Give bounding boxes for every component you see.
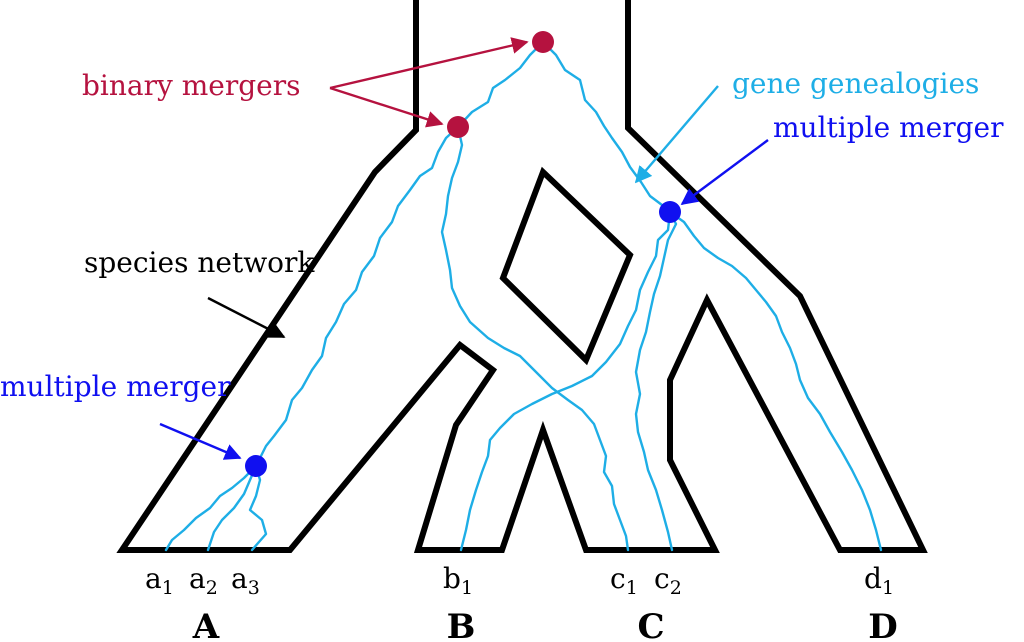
lineage-right-merger-to-B xyxy=(459,210,672,552)
gene-genealogies xyxy=(164,40,883,552)
lineage-A-merger-to-a3 xyxy=(248,464,268,552)
multiple-merger-node-left xyxy=(245,455,267,477)
species-label-D: D xyxy=(868,607,897,642)
lineage-root-to-left-merger xyxy=(456,40,545,129)
tip-label-subscript: 2 xyxy=(670,577,682,599)
tip-label-base: a xyxy=(189,562,206,595)
multiple-merger-top-arrow xyxy=(680,139,769,206)
binary-mergers-label: binary mergers xyxy=(82,69,300,102)
lineage-root-to-right-merger xyxy=(541,40,672,214)
merger-nodes xyxy=(245,31,681,477)
gene-genealogies-arrow xyxy=(634,85,719,184)
tip-label-base: a xyxy=(145,562,162,595)
tip-label: c1 xyxy=(610,562,638,599)
binary-merger-node-root xyxy=(532,31,554,53)
tip-label-base: d xyxy=(864,562,882,595)
species-network-label: species network xyxy=(84,246,315,279)
tip-label: c2 xyxy=(654,562,682,599)
tip-label-base: c xyxy=(610,562,626,595)
tip-label: d1 xyxy=(864,562,894,599)
lineage-right-merger-to-c2 xyxy=(634,210,678,552)
tip-label-base: a xyxy=(231,562,248,595)
lineage-A-merger-to-a1 xyxy=(164,464,258,552)
network-outer-left-wall xyxy=(116,0,928,553)
species-labels: A B C D xyxy=(192,607,898,642)
species-label-A: A xyxy=(192,607,220,642)
species-network xyxy=(116,0,928,553)
tip-label-subscript: 1 xyxy=(461,577,473,599)
tip-label: a1 xyxy=(145,562,174,599)
tip-label-subscript: 1 xyxy=(626,577,638,599)
tip-label-subscript: 3 xyxy=(248,577,260,599)
tip-label: a2 xyxy=(189,562,218,599)
tip-label-subscript: 1 xyxy=(162,577,174,599)
species-label-B: B xyxy=(447,607,476,642)
binary-mergers-arrow-to-left xyxy=(329,86,444,128)
lineage-right-merger-to-d1 xyxy=(668,210,883,552)
lineage-left-merger-to-BC xyxy=(440,125,630,552)
tip-labels: a1 a2 a3 b1 c1 c2 d1 xyxy=(145,562,894,599)
gene-genealogies-label: gene genealogies xyxy=(732,67,979,100)
tip-label-base: c xyxy=(654,562,670,595)
species-network-arrow xyxy=(207,296,286,339)
binary-mergers-arrow-to-root xyxy=(329,37,529,90)
multiple-merger-node-right xyxy=(659,201,681,223)
tip-label: a3 xyxy=(231,562,260,599)
multiple-merger-left-label: multiple merger xyxy=(0,370,231,403)
tip-label-subscript: 1 xyxy=(882,577,894,599)
multiple-merger-top-label: multiple merger xyxy=(773,111,1004,144)
lineage-A-merger-to-a2 xyxy=(206,464,258,552)
tip-label-subscript: 2 xyxy=(206,577,218,599)
lineage-left-merger-to-A xyxy=(254,125,460,468)
network-hybrid-loop xyxy=(499,166,634,366)
multiple-merger-left-arrow xyxy=(159,422,242,460)
tip-label: b1 xyxy=(443,562,473,599)
tip-label-base: b xyxy=(443,562,461,595)
species-label-C: C xyxy=(637,607,664,642)
binary-merger-node-left xyxy=(447,116,469,138)
annotation-arrows xyxy=(159,37,769,460)
